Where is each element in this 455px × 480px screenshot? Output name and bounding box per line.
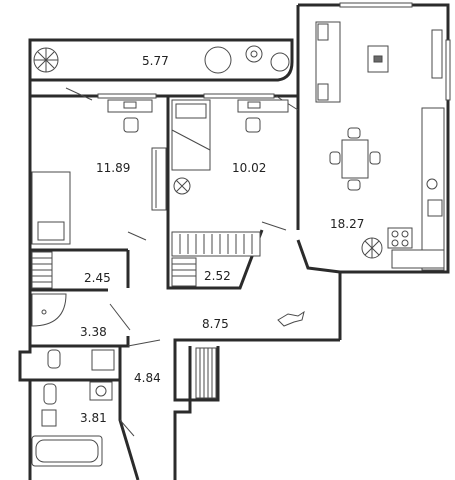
bedroom1-furniture <box>31 99 167 245</box>
tv-unit <box>431 29 443 79</box>
kitchen-furniture <box>315 21 445 271</box>
toilet-1 <box>47 349 61 369</box>
chair-1 <box>123 117 139 133</box>
dog-icon <box>277 310 305 327</box>
balcony-furniture <box>33 45 290 74</box>
monitor-1 <box>123 101 137 109</box>
pillow-2 <box>175 103 207 119</box>
wardrobe-rail <box>171 231 261 257</box>
kitchen-sink <box>427 199 443 217</box>
window-kitchen <box>339 2 413 8</box>
hall-door-left <box>127 339 161 347</box>
window-bedroom2 <box>203 93 275 99</box>
balcony-area-label: 5.77 <box>142 54 169 68</box>
desk-2 <box>237 99 289 113</box>
dining-table <box>341 139 369 179</box>
bedroom1-door <box>65 87 93 101</box>
balcony-armchair-2-icon <box>270 52 290 72</box>
kitchen-oven <box>391 249 445 269</box>
bathroom2-area-label: 3.81 <box>80 411 107 425</box>
kitchen-living-area-label: 18.27 <box>330 217 365 231</box>
window-kitchen-side <box>445 39 451 101</box>
wardrobe-door <box>261 221 287 231</box>
bath1-door <box>109 303 131 331</box>
chair-2 <box>245 117 261 133</box>
wardrobe-area-label: 2.52 <box>204 269 231 283</box>
kitchen-hob-icon <box>426 178 438 190</box>
wardrobe-shelf <box>171 257 197 287</box>
corridor-area-label: 4.84 <box>134 371 161 385</box>
bathroom-fixtures <box>31 293 115 467</box>
wardrobe-1 <box>151 147 167 211</box>
shower-tray <box>31 293 67 327</box>
bedroom2-furniture <box>171 99 289 195</box>
interior-walls <box>30 96 341 480</box>
bath1-bottom-wall <box>30 336 130 348</box>
bedroom2-area-label: 10.02 <box>232 161 267 175</box>
storage-door <box>127 231 147 241</box>
balcony-armchair-icon <box>204 46 232 74</box>
window-bedroom1 <box>97 93 157 99</box>
balcony-wall <box>28 38 294 82</box>
balcony-table-icon <box>245 45 263 63</box>
kitchen-stove <box>387 227 413 249</box>
bedroom1-area-label: 11.89 <box>96 161 131 175</box>
hallway-area-label: 8.75 <box>202 317 229 331</box>
sink-1 <box>91 349 115 371</box>
kitchen-left-wall <box>296 239 341 274</box>
bathroom1-area-label: 3.38 <box>80 325 107 339</box>
monitor-2 <box>247 101 261 109</box>
wardrobe-walls <box>166 228 264 290</box>
corridor-wall <box>188 346 220 402</box>
storage-area-label: 2.45 <box>84 271 111 285</box>
bathtub <box>31 435 103 467</box>
sink-2 <box>89 381 113 401</box>
toilet-2 <box>43 383 57 405</box>
corridor-shelf <box>195 347 217 399</box>
storage-furniture <box>31 231 261 399</box>
bath2-door <box>119 419 135 437</box>
bath2-right-wall <box>118 346 140 480</box>
windows <box>97 2 451 101</box>
left-outer-wall <box>18 80 32 480</box>
pillow-1 <box>37 221 65 241</box>
washing-machine <box>41 409 57 427</box>
